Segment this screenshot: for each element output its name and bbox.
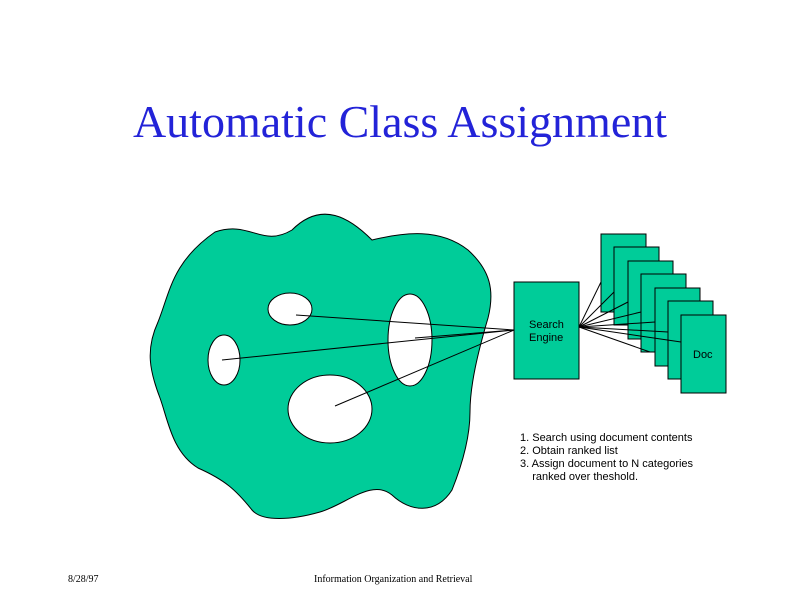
search-engine-label-line1: Search xyxy=(529,319,564,331)
category-space-blob xyxy=(149,213,492,519)
footer-course: Information Organization and Retrieval xyxy=(314,574,473,585)
doc-stack xyxy=(600,233,727,394)
category-ellipse xyxy=(387,293,433,387)
step-item: 3. Assign document to N categories xyxy=(520,458,694,470)
assignment-lines xyxy=(221,314,515,407)
slide-title: Automatic Class Assignment xyxy=(132,96,668,147)
doc-card xyxy=(680,314,727,394)
ranking-lines xyxy=(578,281,682,353)
category-ellipse xyxy=(267,292,313,326)
step-item: 2. Obtain ranked list xyxy=(520,445,618,457)
doc-label: Doc xyxy=(693,349,713,361)
search-engine-box xyxy=(513,281,580,380)
footer-date: 8/28/97 xyxy=(68,574,99,585)
steps-list: 1. Search using document contents 2. Obt… xyxy=(520,432,693,484)
step-item: 1. Search using document contents xyxy=(520,432,693,444)
step-item: ranked over theshold. xyxy=(520,471,639,483)
search-engine-label-line2: Engine xyxy=(529,332,563,344)
category-ellipse xyxy=(287,374,373,444)
